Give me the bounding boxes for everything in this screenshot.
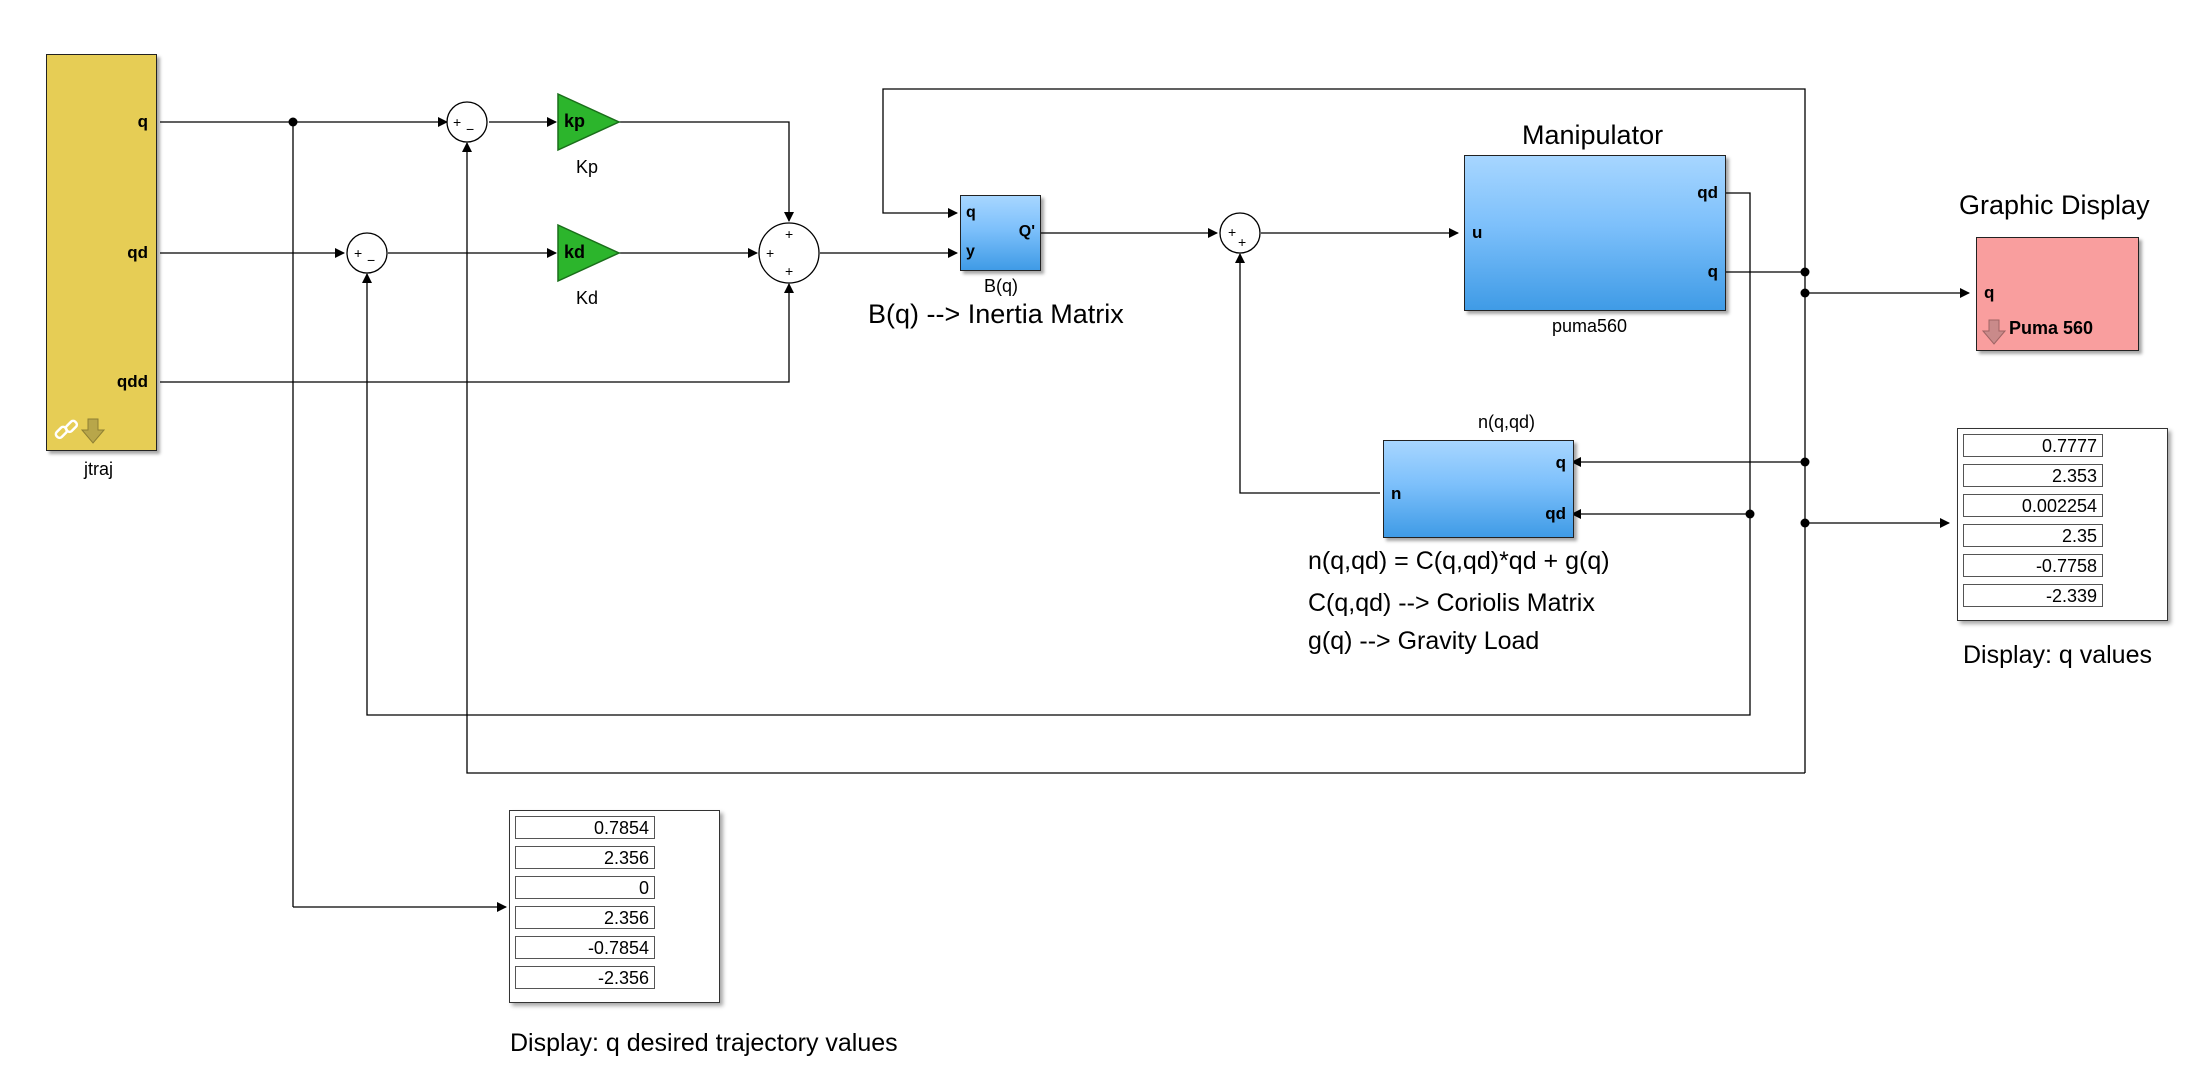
nqqd-port-n: n: [1391, 484, 1402, 503]
sum2: [346, 232, 388, 274]
bq-port-out: Q': [1018, 223, 1035, 240]
kp-name: Kp: [576, 157, 599, 177]
nqqd-port-q: q: [1555, 453, 1566, 472]
jtraj-block[interactable]: q qd qdd: [46, 54, 157, 451]
gain-kd: [557, 223, 621, 283]
arrow-down-icon: [81, 418, 105, 444]
wire-q-feedback-to-bq: [882, 88, 1806, 272]
nqqd-port-qd: qd: [1545, 504, 1566, 523]
bq-block[interactable]: q y Q': [960, 195, 1041, 271]
manipulator-name: puma560: [1552, 316, 1628, 336]
jtraj-port-q: q: [137, 112, 148, 131]
jtraj-port-qd: qd: [127, 243, 148, 262]
manipulator-port-u: u: [1472, 223, 1483, 242]
junction-qd: [1745, 509, 1755, 519]
jtraj-name: jtraj: [84, 459, 114, 479]
nqqd-block[interactable]: n q qd: [1383, 440, 1574, 538]
display-value: 2.356: [515, 846, 655, 869]
sum4-plus-bottom: +: [1238, 234, 1247, 250]
bq-annotation: B(q) --> Inertia Matrix: [868, 299, 1124, 329]
graphic-port-q: q: [1984, 283, 1995, 302]
junction-graphic: [1800, 288, 1810, 298]
nqqd-annotation-2: C(q,qd) --> Coriolis Matrix: [1308, 589, 1595, 617]
nqqd-annotation-1: n(q,qd) = C(q,qd)*qd + g(q): [1308, 547, 1610, 575]
junction-manip-q: [1800, 267, 1810, 277]
wire-kp-to-sum3: [619, 121, 794, 222]
manipulator-port-q: q: [1707, 262, 1718, 281]
graphic-block[interactable]: q Puma 560: [1976, 237, 2139, 351]
manipulator-port-qd: qd: [1697, 183, 1718, 202]
display-q-values-label: Display: q values: [1963, 641, 2152, 669]
sum3-plus-left: +: [766, 245, 775, 261]
sum3-plus-top: +: [785, 226, 794, 242]
kd-name: Kd: [576, 288, 599, 308]
link-icon: [54, 419, 79, 440]
jtraj-port-qdd: qdd: [116, 372, 148, 391]
sum2-minus: −: [367, 252, 376, 268]
manipulator-block[interactable]: u qd q: [1464, 155, 1726, 311]
junction-q: [288, 117, 298, 127]
display-q-desired[interactable]: 0.7854 2.356 0 2.356 -0.7854 -2.356: [509, 810, 720, 1003]
wire-qdd-to-sum3: [160, 283, 794, 383]
arrow-down-icon: [1982, 319, 2006, 345]
display-value: 0.7854: [515, 816, 655, 839]
wire-manip-qd-out: [362, 192, 1751, 716]
sum2-plus: +: [354, 245, 363, 261]
kp-text: kp: [564, 111, 586, 131]
sum4-plus-left: +: [1228, 224, 1237, 240]
display-value: 0: [515, 876, 655, 899]
graphic-label: Puma 560: [2009, 318, 2094, 338]
graphic-title: Graphic Display: [1959, 190, 2150, 220]
manipulator-title: Manipulator: [1522, 120, 1664, 150]
kd-text: kd: [564, 242, 586, 262]
junction-display-q: [1800, 518, 1810, 528]
display-value: 2.35: [1963, 524, 2103, 547]
sum1-plus: +: [453, 114, 462, 130]
sum1: [446, 101, 488, 143]
display-value: -0.7854: [515, 936, 655, 959]
display-value: 0.7777: [1963, 434, 2103, 457]
sum4: [1219, 212, 1261, 254]
gain-kp: [557, 92, 621, 152]
display-value: -0.7758: [1963, 554, 2103, 577]
display-q-desired-label: Display: q desired trajectory values: [510, 1029, 898, 1057]
display-value: 2.356: [515, 906, 655, 929]
wire-n-to-sum4: [1235, 253, 1380, 494]
junction-nqqd-q: [1800, 457, 1810, 467]
display-value: -2.356: [515, 966, 655, 989]
display-value: 0.002254: [1963, 494, 2103, 517]
bq-port-q: q: [966, 204, 976, 221]
display-q-values[interactable]: 0.7777 2.353 0.002254 2.35 -0.7758 -2.33…: [1957, 428, 2168, 621]
wire-q-feedback-to-sum1: [462, 142, 1805, 774]
bq-port-y: y: [966, 243, 975, 260]
sum3: [758, 222, 820, 284]
nqqd-title: n(q,qd): [1478, 412, 1536, 432]
sum3-plus-bottom: +: [785, 263, 794, 279]
display-value: 2.353: [1963, 464, 2103, 487]
bq-name: B(q): [984, 276, 1019, 296]
display-value: -2.339: [1963, 584, 2103, 607]
nqqd-annotation-3: g(q) --> Gravity Load: [1308, 627, 1540, 655]
sum1-minus: −: [466, 121, 475, 137]
